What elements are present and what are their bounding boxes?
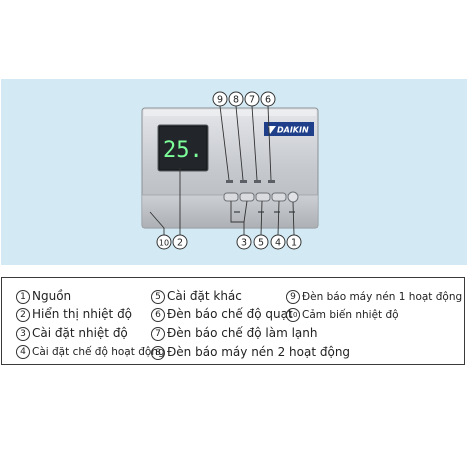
legend-number: 5: [151, 290, 165, 304]
button-mark: [289, 211, 295, 213]
legend-label: Cài đặt nhiệt độ: [32, 326, 128, 340]
legend-number: 4: [16, 345, 30, 359]
legend-number: 10: [286, 308, 300, 322]
temp-setting-button[interactable]: [223, 192, 239, 202]
legend-number: 2: [16, 308, 30, 322]
callout-7: 7: [249, 95, 255, 106]
compressor-1-light: [226, 180, 233, 183]
button-mark: [234, 211, 240, 213]
legend-number: 7: [151, 327, 165, 341]
callout-10: 10: [159, 239, 169, 248]
top-callouts: 9 8 7 6: [212, 91, 276, 107]
temp-setting-button-2[interactable]: [239, 192, 255, 202]
callout-2: 2: [177, 238, 183, 249]
legend-label: Đèn báo chế độ quạt: [167, 307, 293, 321]
legend-label: Đèn báo chế độ làm lạnh: [167, 326, 318, 340]
callout-1: 1: [291, 238, 297, 249]
legend-number: 9: [286, 290, 300, 304]
legend-number: 6: [151, 308, 165, 322]
other-settings-button[interactable]: [255, 192, 271, 202]
power-button[interactable]: [287, 191, 299, 203]
legend-number: 8: [151, 346, 165, 360]
button-mark: [258, 211, 264, 213]
callout-9: 9: [217, 95, 223, 106]
temperature-display: 25.: [157, 124, 209, 172]
legend-label: Đèn báo máy nén 2 hoạt động: [167, 345, 351, 359]
callout-5: 5: [258, 238, 264, 249]
brand-plate: DAIKIN: [264, 122, 314, 136]
legend-number: 1: [16, 290, 30, 304]
bottom-leader-lines: [149, 168, 295, 236]
legend-label: Cảm biến nhiệt độ: [302, 309, 399, 321]
brand-label: DAIKIN: [277, 126, 309, 135]
button-row: [223, 191, 299, 213]
callout-6: 6: [265, 95, 271, 106]
legend-label: Cài đặt chế độ hoạt động: [32, 346, 165, 358]
cooling-light: [254, 180, 261, 183]
callout-3: 3: [241, 238, 247, 249]
bottom-right-callouts: 3 5 4 1: [236, 234, 302, 250]
indicator-lights: [226, 180, 275, 183]
button-mark: [274, 211, 280, 213]
bottom-left-callouts: 10 2: [156, 234, 188, 250]
top-leader-lines: [219, 105, 272, 181]
legend-label: Nguồn: [32, 289, 72, 303]
callout-8: 8: [233, 95, 239, 106]
compressor-2-light: [240, 180, 247, 183]
legend-label: Đèn báo máy nén 1 hoạt động: [302, 291, 463, 303]
mode-setting-button[interactable]: [271, 192, 287, 202]
fan-light: [268, 180, 275, 183]
callout-4: 4: [275, 238, 281, 249]
display-value: 25.: [163, 138, 203, 163]
legend-label: Cài đặt khác: [167, 289, 242, 303]
legend-label: Hiển thị nhiệt độ: [32, 307, 133, 321]
legend-number: 3: [16, 327, 30, 341]
